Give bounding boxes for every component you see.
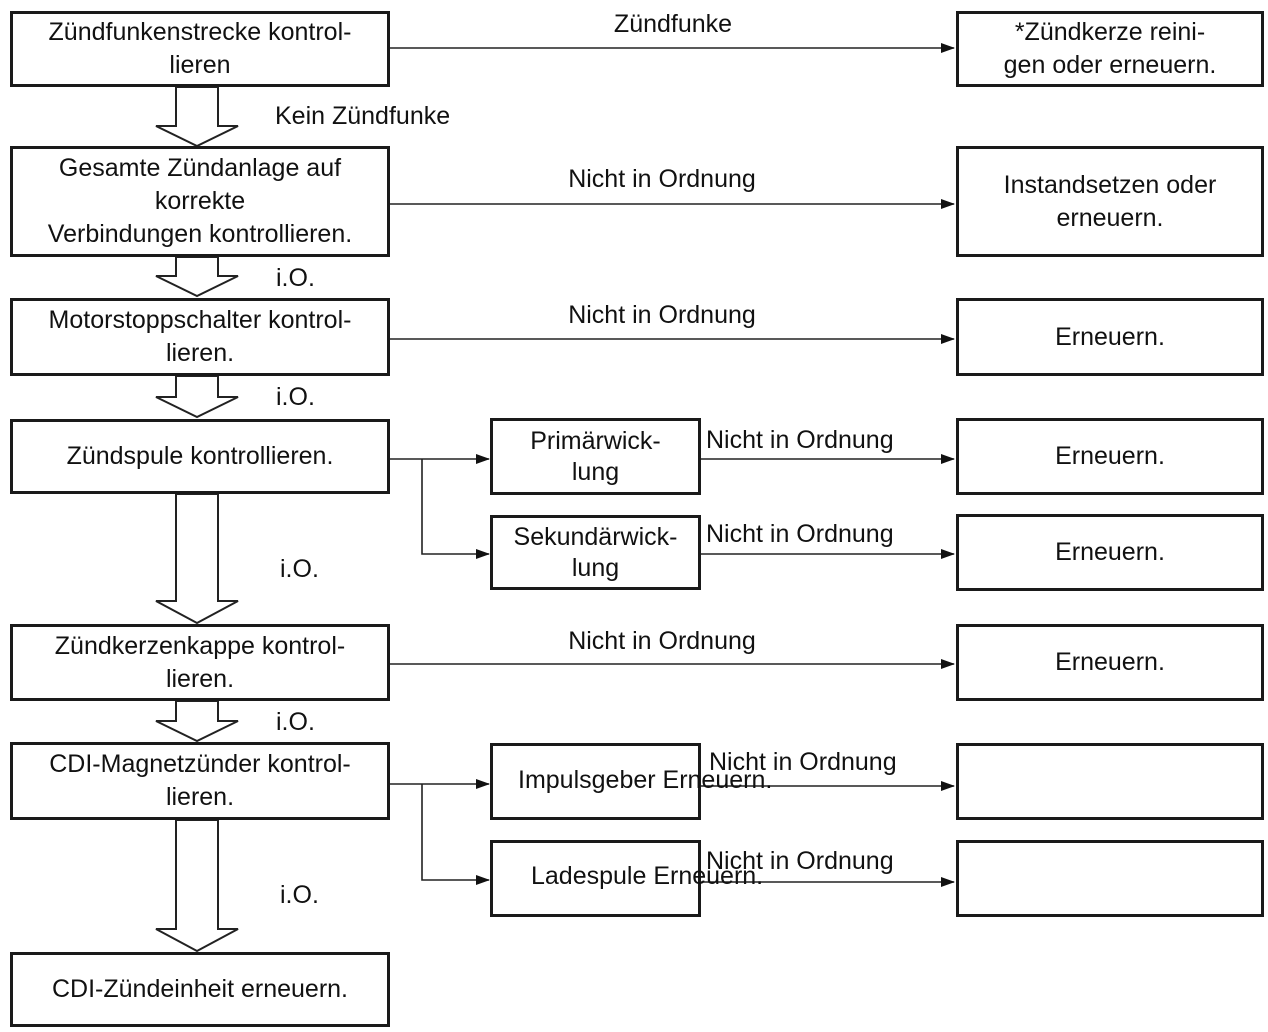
step-replace-cdi-unit: CDI-Zündeinheit erneuern. (10, 952, 390, 1027)
label-ok-1: i.O. (276, 264, 315, 292)
label-ok-4: i.O. (276, 708, 315, 736)
result-replace-primary: Erneuern. (956, 418, 1264, 495)
result-replace-secondary: Erneuern. (956, 514, 1264, 591)
block-arrow-6 (155, 819, 239, 953)
sub-check-charging-coil (490, 840, 701, 917)
step-check-cdi-magneto: CDI-Magnetzünder kontrol- lieren. (10, 742, 390, 820)
step-check-stop-switch: Motorstoppschalter kontrol- lieren. (10, 298, 390, 376)
block-arrow-1 (155, 86, 239, 148)
label-not-ok-5: Nicht in Ordnung (568, 627, 756, 655)
block-arrow-2 (155, 256, 239, 298)
charging-coil-label: Ladespule Erneuern. (531, 862, 764, 890)
sub-check-secondary-winding: Sekundärwick- lung (490, 515, 701, 590)
label-spark: Zündfunke (613, 10, 733, 38)
result-empty-charging (956, 840, 1264, 917)
step-check-spark-gap: Zündfunkenstrecke kontrol- lieren (10, 11, 390, 87)
label-ok-2: i.O. (276, 383, 315, 411)
connector-cdi-lade (421, 784, 490, 885)
step-check-connections: Gesamte Zündanlage auf korrekte Verbindu… (10, 146, 390, 257)
pulser-coil-label: Impulsgeber Erneuern. (518, 766, 773, 794)
block-arrow-5 (155, 700, 239, 743)
block-arrow-4 (155, 493, 239, 625)
sub-check-primary-winding: Primärwick- lung (490, 418, 701, 495)
step-check-plug-cap: Zündkerzenkappe kontrol- lieren. (10, 624, 390, 701)
result-clean-or-replace-plug: *Zündkerze reini- gen oder erneuern. (956, 11, 1264, 87)
label-ok-5: i.O. (280, 881, 319, 909)
result-repair-or-replace: Instandsetzen oder erneuern. (956, 146, 1264, 257)
sub-check-pulser-coil (490, 743, 701, 820)
label-not-ok-charging: Nicht in Ordnung (706, 847, 894, 875)
step-check-ignition-coil: Zündspule kontrollieren. (10, 419, 390, 494)
label-not-ok-2: Nicht in Ordnung (568, 165, 756, 193)
label-not-ok-primary: Nicht in Ordnung (706, 426, 894, 454)
label-ok-3: i.O. (280, 555, 319, 583)
block-arrow-3 (155, 375, 239, 419)
result-replace-plug-cap: Erneuern. (956, 624, 1264, 701)
result-empty-pulser (956, 743, 1264, 820)
label-not-ok-3: Nicht in Ordnung (568, 301, 756, 329)
label-not-ok-pulser: Nicht in Ordnung (709, 748, 897, 776)
result-replace-stop-switch: Erneuern. (956, 298, 1264, 376)
label-not-ok-secondary: Nicht in Ordnung (706, 520, 894, 548)
label-no-spark: Kein Zündfunke (275, 102, 451, 130)
connector-coil-secondary (421, 459, 490, 559)
